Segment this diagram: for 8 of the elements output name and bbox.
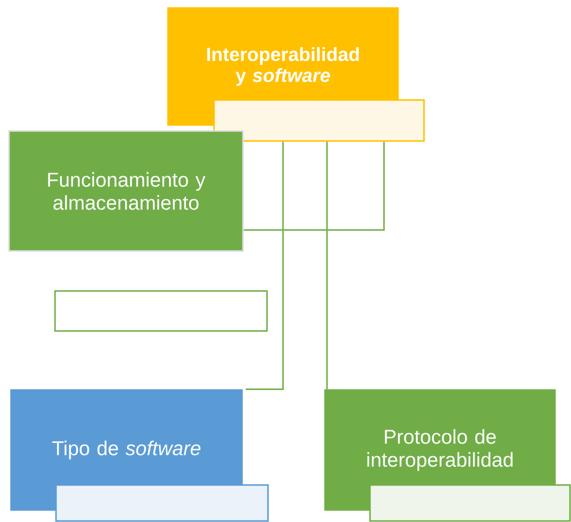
topic-box: Funcionamiento y almacenamiento	[8, 130, 244, 252]
connector-line	[326, 142, 328, 390]
empty-box	[213, 99, 425, 142]
empty-box	[54, 290, 268, 332]
empty-box	[55, 484, 269, 522]
empty-box	[369, 484, 571, 522]
connector-line	[246, 142, 284, 390]
connector-line	[244, 142, 385, 231]
